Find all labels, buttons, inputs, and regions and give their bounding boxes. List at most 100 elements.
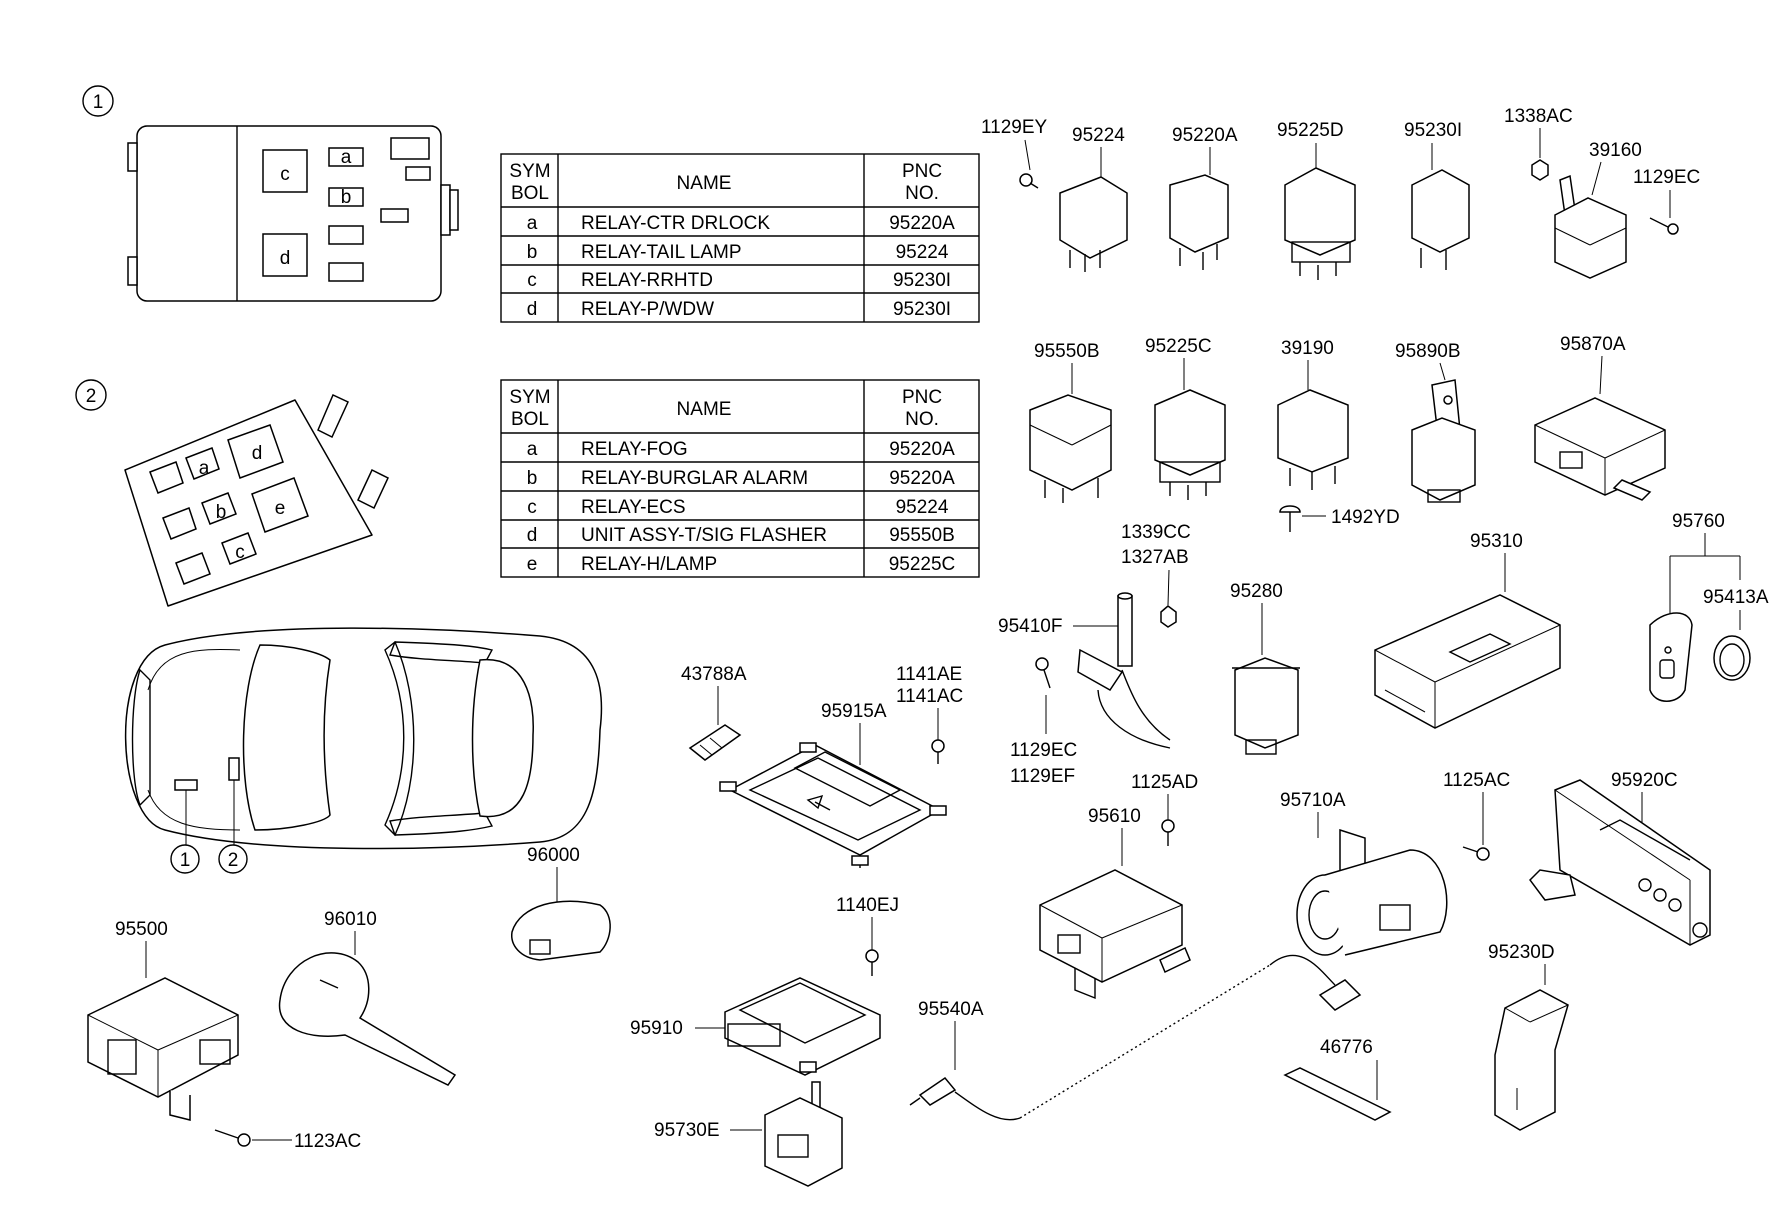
svg-text:1141AC: 1141AC: [896, 686, 963, 707]
svg-text:95730E: 95730E: [654, 1120, 720, 1141]
table2-header-no: NO.: [905, 409, 939, 430]
table2-row-pnc: 95225C: [889, 554, 956, 575]
table1-header-pnc: PNC: [902, 161, 942, 182]
svg-text:1141AE: 1141AE: [896, 664, 962, 685]
svg-text:1123AC: 1123AC: [294, 1131, 361, 1152]
svg-text:95610: 95610: [1088, 806, 1141, 827]
part-1125AC: 1125AC: [1443, 770, 1510, 861]
part-95550B: 95550B: [1029, 341, 1112, 503]
part-39160: 39160: [1554, 140, 1642, 279]
marker-2-text: 2: [86, 386, 97, 407]
svg-text:95540A: 95540A: [918, 999, 984, 1020]
part-96010: 96010: [278, 909, 457, 1086]
part-95915A: 95915A: [719, 701, 947, 868]
part-96000: 96000: [511, 845, 611, 961]
marker-2: 2: [75, 379, 107, 411]
part-95310: 95310: [1374, 531, 1561, 729]
box2-letter-b: b: [216, 502, 227, 523]
table2-row-sym: c: [527, 497, 537, 518]
part-95220A: 95220A: [1169, 125, 1238, 270]
table2-row-pnc: 95550B: [889, 525, 955, 546]
svg-text:95225D: 95225D: [1277, 120, 1344, 141]
part-95230D: 95230D: [1488, 942, 1569, 1131]
svg-text:39160: 39160: [1589, 140, 1642, 161]
svg-text:1129EC: 1129EC: [1010, 740, 1077, 761]
svg-text:95413A: 95413A: [1703, 587, 1769, 608]
table2-header-pnc: PNC: [902, 387, 942, 408]
svg-text:96010: 96010: [324, 909, 377, 930]
part-95410F: 95410F: [998, 592, 1171, 749]
table1-header-bol: BOL: [511, 183, 549, 204]
part-95225D: 95225D: [1277, 120, 1356, 280]
svg-text:1327AB: 1327AB: [1121, 547, 1189, 568]
svg-text:1339CC: 1339CC: [1121, 522, 1191, 543]
svg-text:95890B: 95890B: [1395, 341, 1461, 362]
svg-text:39190: 39190: [1281, 338, 1334, 359]
svg-text:95760: 95760: [1672, 511, 1725, 532]
table2-header-sym: SYM: [509, 387, 550, 408]
svg-text:1338AC: 1338AC: [1504, 106, 1573, 127]
svg-text:1140EJ: 1140EJ: [836, 895, 899, 916]
table1-row-sym: a: [527, 213, 538, 234]
svg-text:95500: 95500: [115, 919, 168, 940]
table1-header-name: NAME: [677, 173, 732, 194]
part-1327AB: 1327AB: [1121, 547, 1189, 628]
svg-text:95710A: 95710A: [1280, 790, 1346, 811]
svg-text:95224: 95224: [1072, 125, 1125, 146]
table1-header-no: NO.: [905, 183, 939, 204]
part-95413A: 95413A: [1703, 556, 1769, 681]
box2-letter-d: d: [252, 443, 263, 464]
svg-text:95870A: 95870A: [1560, 334, 1626, 355]
box1-letter-a: a: [341, 147, 352, 168]
table2-row-name: RELAY-H/LAMP: [581, 554, 717, 575]
part-46776: 46776: [1283, 1037, 1392, 1121]
svg-text:1129EF: 1129EF: [1010, 766, 1075, 787]
table2-header-name: NAME: [677, 399, 732, 420]
table2-row-pnc: 95224: [896, 497, 949, 518]
part-1339CC: 1339CC: [1121, 522, 1191, 543]
part-95710A: 95710A: [1280, 790, 1448, 956]
table2-row-pnc: 95220A: [889, 468, 955, 489]
table2-row-pnc: 95220A: [889, 439, 955, 460]
junction-box-2: a d b e c: [124, 393, 389, 607]
part-95730E: 95730E: [654, 1081, 843, 1187]
table2-row-sym: b: [527, 468, 538, 489]
box1-letter-b: b: [341, 187, 352, 208]
table2-header-bol: BOL: [511, 409, 549, 430]
car-top-view: 1 2: [124, 627, 603, 874]
table1-row-name: RELAY-TAIL LAMP: [581, 242, 742, 263]
part-95760: 95760: [1649, 511, 1740, 702]
table2-row-name: UNIT ASSY-T/SIG FLASHER: [581, 525, 827, 546]
part-95225C: 95225C: [1145, 336, 1226, 500]
part-39190: 39190: [1277, 338, 1349, 490]
table1-row-sym: c: [527, 270, 537, 291]
part-95500: 95500: [87, 919, 239, 1121]
part-1141AE: 1141AE 1141AC: [896, 664, 963, 764]
svg-text:95280: 95280: [1230, 581, 1283, 602]
svg-text:95225C: 95225C: [1145, 336, 1212, 357]
part-1140EJ: 1140EJ: [836, 895, 899, 976]
part-1492YD: 1492YD: [1279, 505, 1400, 532]
svg-text:95550B: 95550B: [1034, 341, 1100, 362]
relay-table-2: SYM BOL NAME PNC NO. a RELAY-FOG 95220A …: [500, 379, 980, 578]
part-95224: 95224: [1059, 125, 1128, 272]
table1-row-pnc: 95230I: [893, 270, 951, 291]
marker-1: 1: [82, 85, 114, 117]
box1-letter-c: c: [280, 164, 290, 185]
marker-1-text: 1: [93, 92, 104, 113]
part-43788A: 43788A: [681, 664, 747, 761]
part-95230I: 95230I: [1404, 120, 1470, 270]
svg-text:95920C: 95920C: [1611, 770, 1678, 791]
table2-row-name: RELAY-FOG: [581, 439, 688, 460]
svg-text:96000: 96000: [527, 845, 580, 866]
svg-text:1125AD: 1125AD: [1131, 772, 1198, 793]
table2-row-name: RELAY-ECS: [581, 497, 686, 518]
part-95890B: 95890B: [1395, 341, 1476, 503]
table1-row-pnc: 95220A: [889, 213, 955, 234]
part-1123AC: 1123AC: [214, 1129, 361, 1152]
table2-row-sym: e: [527, 554, 538, 575]
part-1338AC: 1338AC: [1504, 106, 1573, 181]
svg-text:46776: 46776: [1320, 1037, 1373, 1058]
table2-row-sym: a: [527, 439, 538, 460]
